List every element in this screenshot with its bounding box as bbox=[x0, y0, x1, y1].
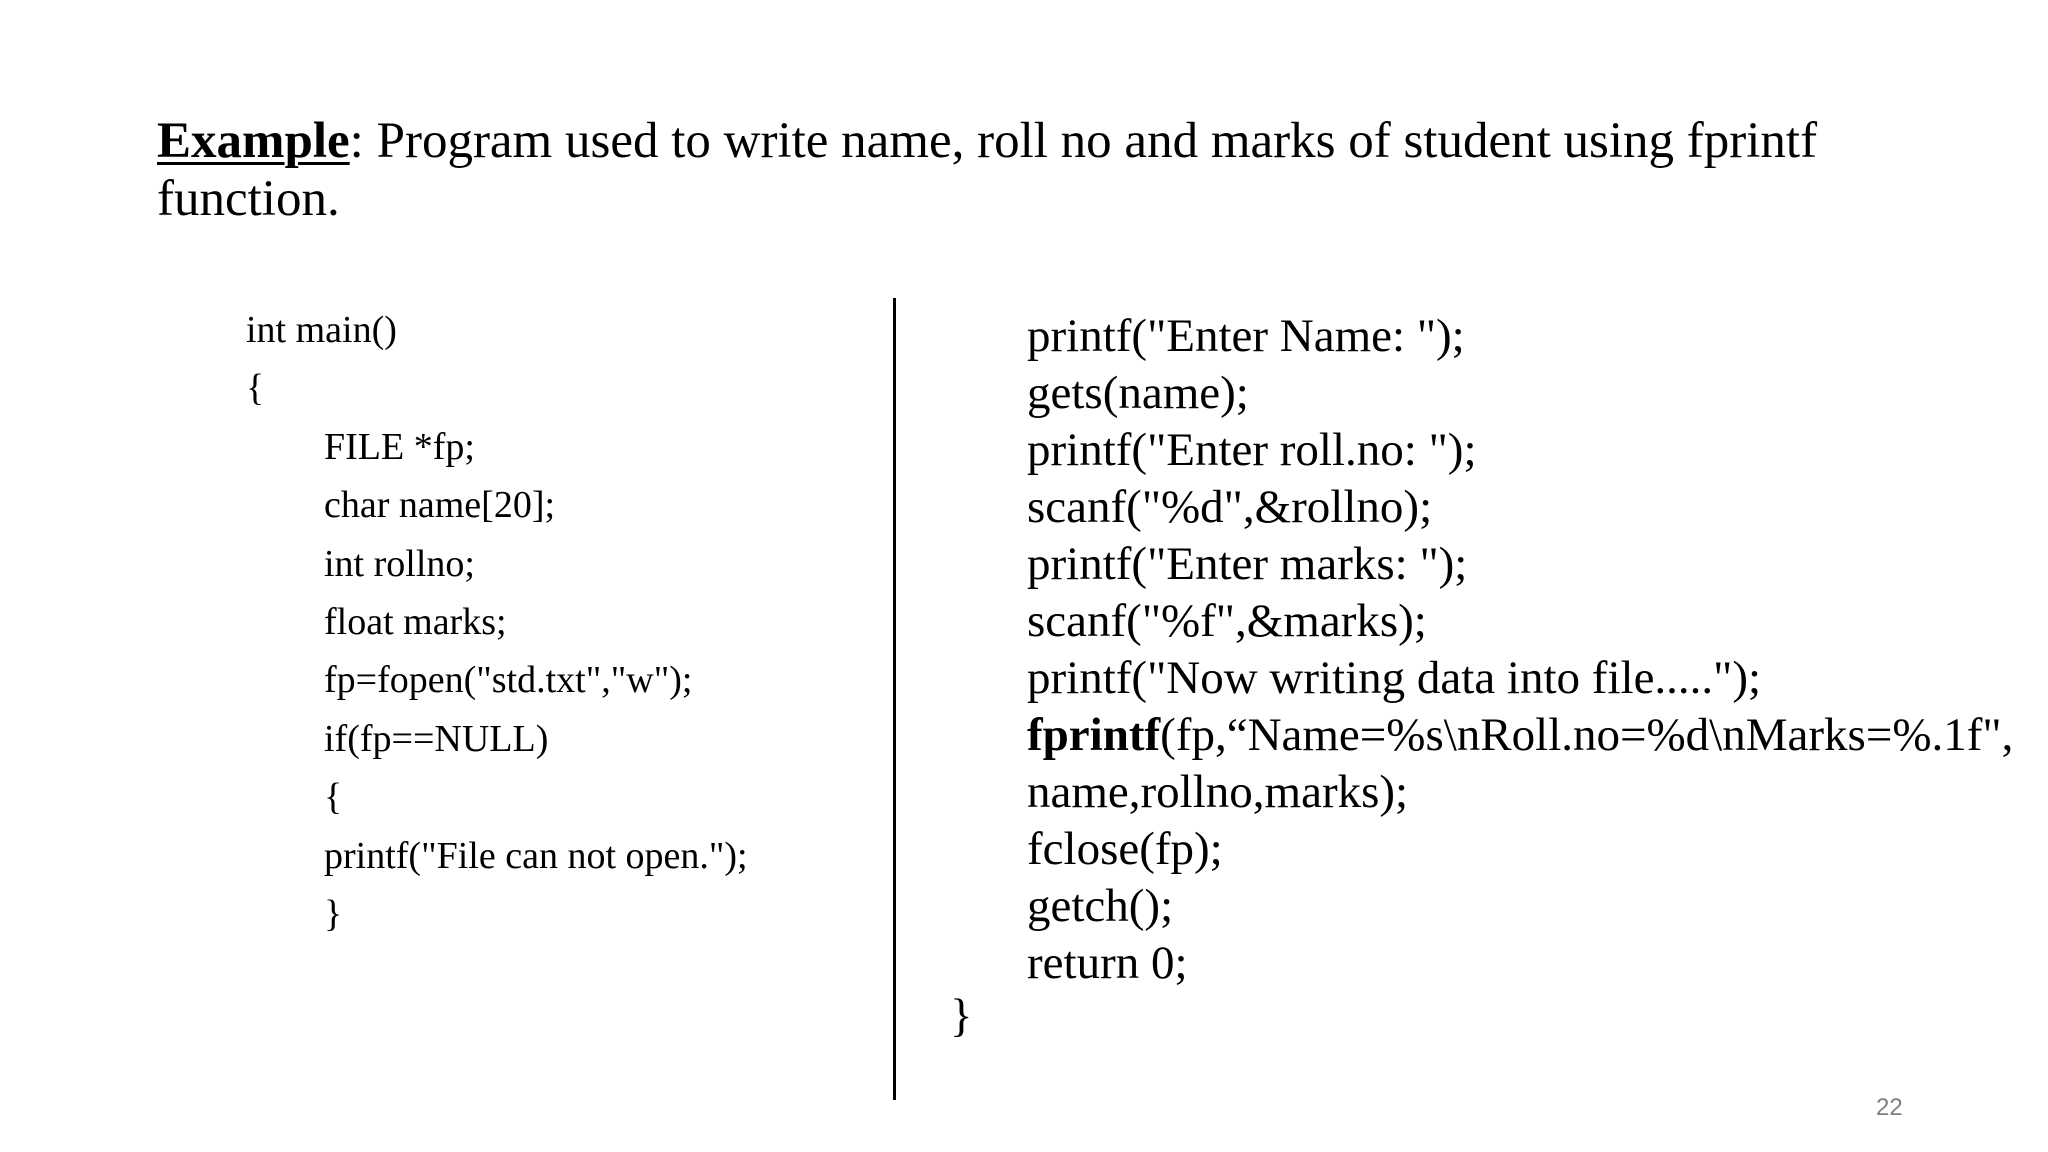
code-line: scanf("%f",&marks); bbox=[1027, 595, 1427, 647]
code-line: return 0; bbox=[1027, 937, 1188, 989]
code-line: getch(); bbox=[1027, 880, 1174, 932]
code-line: fclose(fp); bbox=[1027, 823, 1223, 875]
code-line: fp=fopen("std.txt","w"); bbox=[324, 659, 693, 702]
code-line: { bbox=[324, 776, 343, 819]
page-number: 22 bbox=[1876, 1094, 1903, 1121]
code-line: char name[20]; bbox=[324, 484, 556, 527]
code-line: int main() bbox=[246, 309, 397, 351]
closing-brace: } bbox=[950, 990, 973, 1042]
code-line: gets(name); bbox=[1027, 367, 1249, 419]
code-line: printf("Now writing data into file....."… bbox=[1027, 652, 1762, 704]
code-line: } bbox=[324, 892, 343, 935]
code-line: printf("File can not open."); bbox=[324, 834, 748, 877]
code-line: if(fp==NULL) bbox=[324, 717, 549, 760]
right-code-block: printf("Enter Name: "); gets(name); prin… bbox=[1027, 310, 2013, 994]
heading-keyword: Example bbox=[157, 113, 350, 169]
code-line: name,rollno,marks); bbox=[1027, 766, 1409, 818]
code-line: int rollno; bbox=[324, 542, 475, 585]
heading-text: : Program used to write name, roll no an… bbox=[157, 113, 1818, 227]
code-line: { bbox=[246, 367, 265, 410]
fprintf-keyword: fprintf bbox=[1027, 709, 1161, 761]
left-code-block: int main() { FILE *fp; char name[20]; in… bbox=[246, 308, 748, 950]
code-line: scanf("%d",&rollno); bbox=[1027, 481, 1433, 533]
column-divider bbox=[893, 298, 896, 1100]
code-line: printf("Enter marks: "); bbox=[1027, 538, 1468, 590]
code-line: printf("Enter roll.no: "); bbox=[1027, 424, 1477, 476]
fprintf-args: (fp,“Name=%s\nRoll.no=%d\nMarks=%.1f", bbox=[1160, 709, 2014, 761]
fprintf-line: fprintf(fp,“Name=%s\nRoll.no=%d\nMarks=%… bbox=[1027, 709, 2013, 766]
code-line: float marks; bbox=[324, 600, 507, 643]
code-line: FILE *fp; bbox=[324, 425, 475, 468]
slide-heading: Example: Program used to write name, rol… bbox=[157, 112, 1917, 228]
code-line: printf("Enter Name: "); bbox=[1027, 310, 1465, 362]
